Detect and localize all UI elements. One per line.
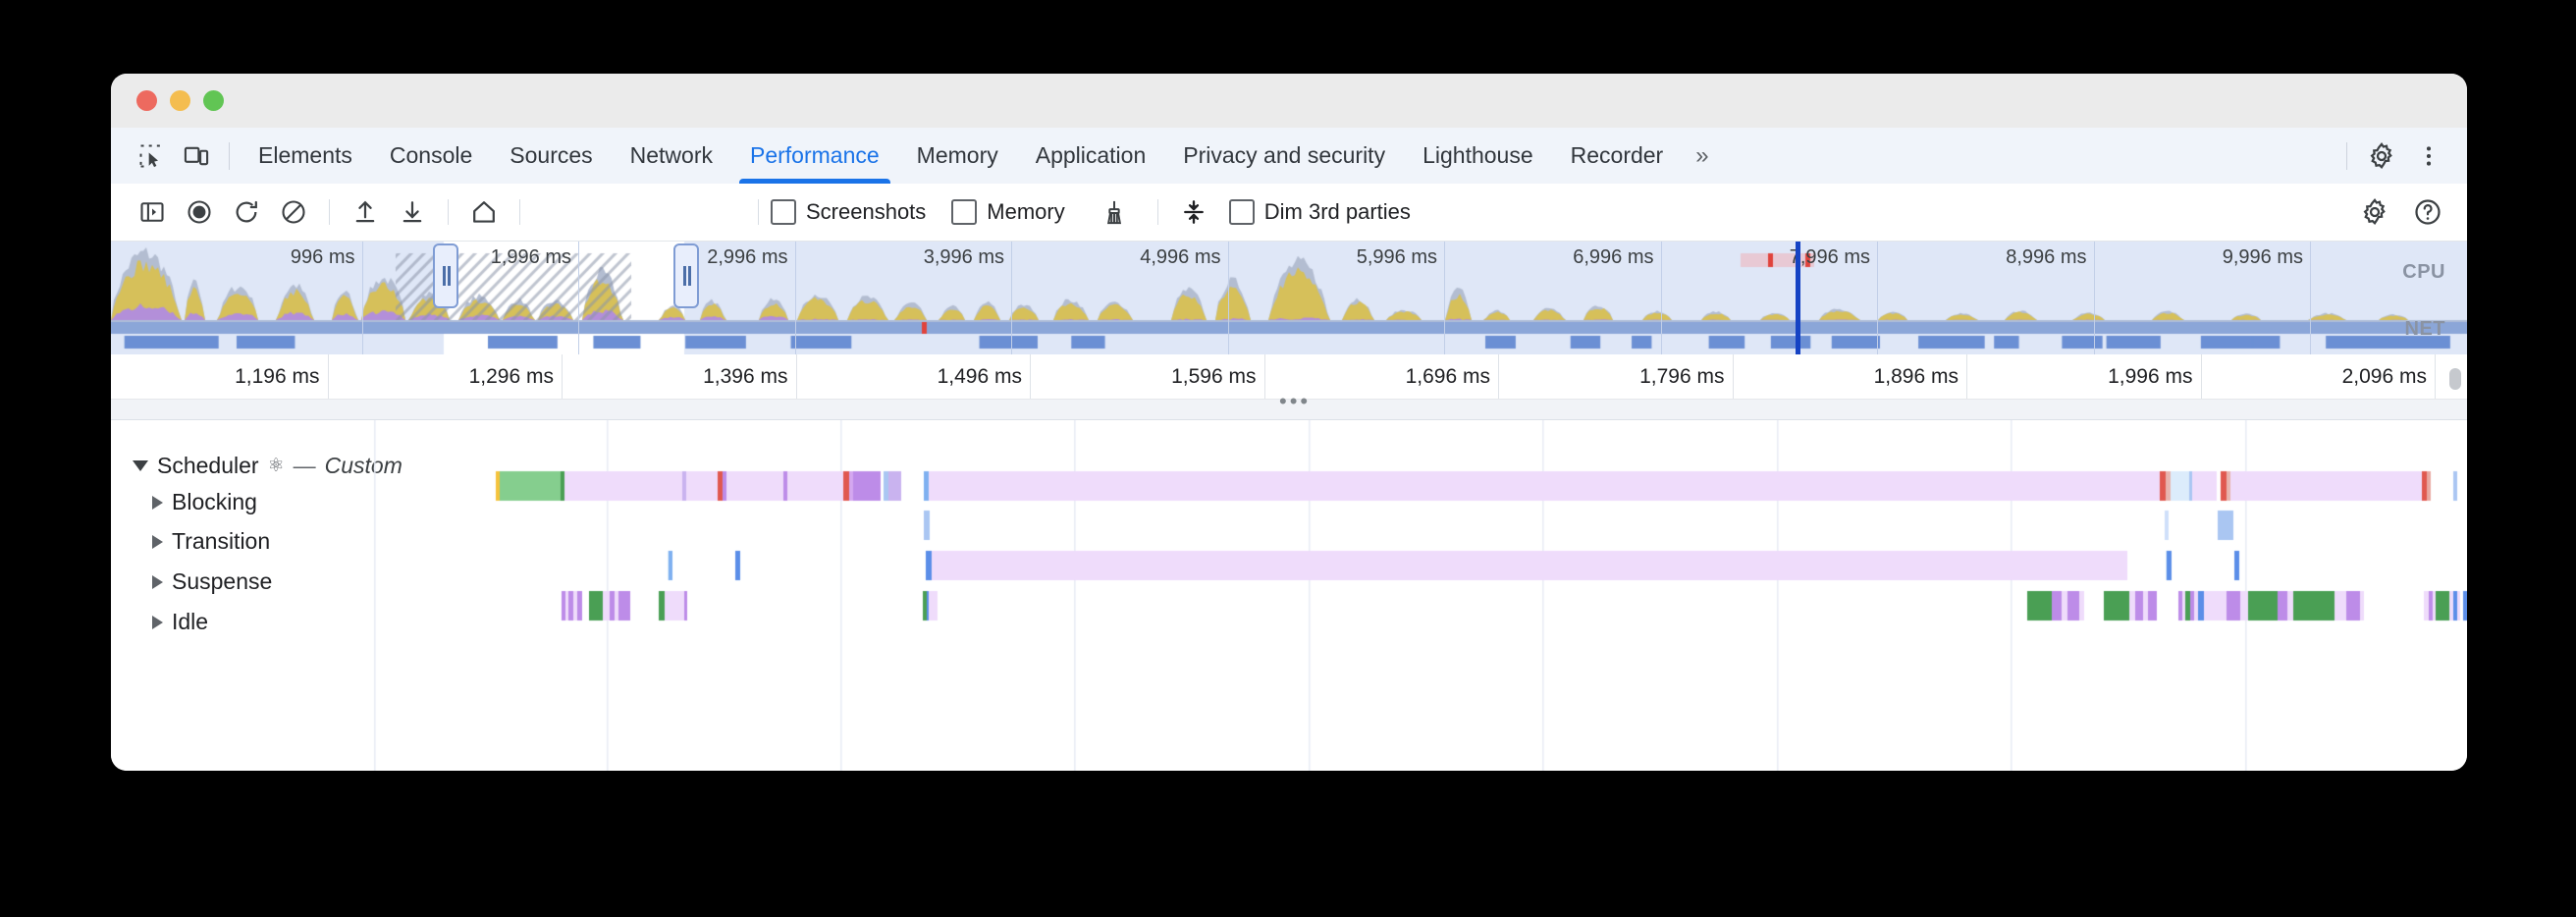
checkbox-box[interactable] <box>951 199 978 225</box>
capture-settings-gear-icon[interactable] <box>2351 189 2398 236</box>
dim-3rd-parties-checkbox[interactable]: Dim 3rd parties <box>1228 199 1411 225</box>
detail-tick-label: 1,496 ms <box>937 365 1022 388</box>
capture-settings-arrows-icon[interactable] <box>1170 189 1217 236</box>
tab-recorder[interactable]: Recorder <box>1552 128 1683 184</box>
inspect-element-icon[interactable] <box>129 134 174 179</box>
tab-label: Application <box>1035 142 1147 168</box>
tab-network[interactable]: Network <box>612 128 731 184</box>
resize-dots-icon: ••• <box>1279 389 1312 413</box>
tab-label: Memory <box>916 142 998 168</box>
tabbar-right-divider <box>2346 141 2347 170</box>
device-toolbar-icon[interactable] <box>174 134 219 179</box>
devtools-tabbar: Elements Console Sources Network Perform… <box>111 128 2467 184</box>
detail-tick: 1,996 ms <box>2108 354 2202 399</box>
chevron-right-double-icon: » <box>1695 141 1709 169</box>
detail-tick-label: 1,696 ms <box>1405 365 1490 388</box>
close-window-button[interactable] <box>136 90 157 111</box>
flame-chart-canvas[interactable] <box>111 420 2467 771</box>
tabbar-right-actions <box>2336 134 2467 179</box>
net-lane-label: NET <box>2404 318 2445 340</box>
download-profile-icon[interactable] <box>389 189 436 236</box>
tab-label: Performance <box>750 142 880 168</box>
detail-tick: 1,496 ms <box>938 354 1031 399</box>
controls-divider-5 <box>1156 199 1158 225</box>
detail-tick-label: 1,596 ms <box>1171 365 1257 388</box>
more-tabs-chevron-icon[interactable]: » <box>1682 128 1722 184</box>
timeline-marker <box>1796 242 1800 354</box>
window-titlebar <box>111 74 2467 128</box>
tab-label: Network <box>629 142 713 168</box>
minimize-window-button[interactable] <box>170 90 190 111</box>
overview-window-left-handle[interactable] <box>433 243 458 308</box>
detail-tick-label: 1,796 ms <box>1639 365 1725 388</box>
clear-recording-icon[interactable] <box>270 189 317 236</box>
detail-tick: 1,596 ms <box>1171 354 1265 399</box>
toggle-sidebar-icon[interactable] <box>129 189 176 236</box>
controls-divider-3 <box>519 199 520 225</box>
checkbox-label: Dim 3rd parties <box>1263 199 1411 224</box>
controls-divider-1 <box>329 199 330 225</box>
detail-tick: 1,396 ms <box>703 354 797 399</box>
tabbar-divider <box>229 141 230 170</box>
reload-and-record-icon[interactable] <box>223 189 270 236</box>
detail-tick: 1,896 ms <box>1874 354 1967 399</box>
cpu-overview-chart[interactable] <box>111 242 2467 354</box>
home-icon[interactable] <box>460 189 508 236</box>
controls-right-actions <box>2351 189 2467 236</box>
tab-privacy-and-security[interactable]: Privacy and security <box>1164 128 1404 184</box>
detail-tick-label: 1,396 ms <box>703 365 788 388</box>
checkbox-label: Screenshots <box>806 199 927 224</box>
checkbox-box[interactable] <box>1228 199 1255 225</box>
record-button-icon[interactable] <box>176 189 223 236</box>
checkbox-label: Memory <box>987 199 1065 224</box>
tab-memory[interactable]: Memory <box>898 128 1017 184</box>
overview-window-right-handle[interactable] <box>673 243 699 308</box>
detail-tick: 1,196 ms <box>235 354 329 399</box>
tab-lighthouse[interactable]: Lighthouse <box>1404 128 1552 184</box>
help-icon[interactable] <box>2404 189 2451 236</box>
detail-tick-label: 2,096 ms <box>2341 365 2427 388</box>
checkbox-box[interactable] <box>771 199 796 225</box>
controls-divider-4 <box>758 199 759 225</box>
collect-garbage-broom-icon[interactable] <box>1091 189 1138 236</box>
tab-performance[interactable]: Performance <box>731 128 898 184</box>
detail-tick-label: 1,896 ms <box>1873 365 1959 388</box>
tab-label: Recorder <box>1570 142 1664 168</box>
maximize-window-button[interactable] <box>203 90 224 111</box>
tab-label: Lighthouse <box>1422 142 1533 168</box>
tab-sources[interactable]: Sources <box>491 128 611 184</box>
performance-controls-toolbar: Screenshots Memory Dim 3rd parties <box>111 184 2467 242</box>
detail-tick: 1,796 ms <box>1639 354 1734 399</box>
more-options-icon[interactable] <box>2406 134 2451 179</box>
detail-tick: 1,296 ms <box>469 354 563 399</box>
screenshots-checkbox[interactable]: Screenshots <box>771 199 926 225</box>
tab-elements[interactable]: Elements <box>240 128 371 184</box>
tab-label: Privacy and security <box>1183 142 1386 168</box>
overview-scrollbar-thumb[interactable] <box>2449 368 2461 390</box>
cpu-lane-label: CPU <box>2402 261 2445 283</box>
memory-checkbox[interactable]: Memory <box>951 199 1065 225</box>
detail-tick-label: 1,196 ms <box>235 365 320 388</box>
tab-label: Elements <box>258 142 352 168</box>
detail-timeline-ruler: 1,196 ms 1,296 ms 1,396 ms 1,496 ms 1,596 ms… <box>111 354 2467 400</box>
tab-application[interactable]: Application <box>1017 128 1165 184</box>
detail-tick: 1,696 ms <box>1406 354 1499 399</box>
detail-tick: 2,096 ms <box>2342 354 2436 399</box>
tab-label: Console <box>389 142 473 168</box>
settings-gear-icon[interactable] <box>2359 134 2404 179</box>
overview-resize-handle[interactable]: ••• <box>111 389 2467 420</box>
detail-tick-label: 1,996 ms <box>2108 365 2193 388</box>
controls-divider-2 <box>448 199 449 225</box>
tab-console[interactable]: Console <box>371 128 491 184</box>
upload-profile-icon[interactable] <box>342 189 389 236</box>
detail-tick-label: 1,296 ms <box>468 365 554 388</box>
flame-chart[interactable]: Scheduler ⚛ — Custom Blocking Transition… <box>111 420 2467 771</box>
devtools-window: Elements Console Sources Network Perform… <box>111 74 2467 771</box>
tab-label: Sources <box>510 142 593 168</box>
